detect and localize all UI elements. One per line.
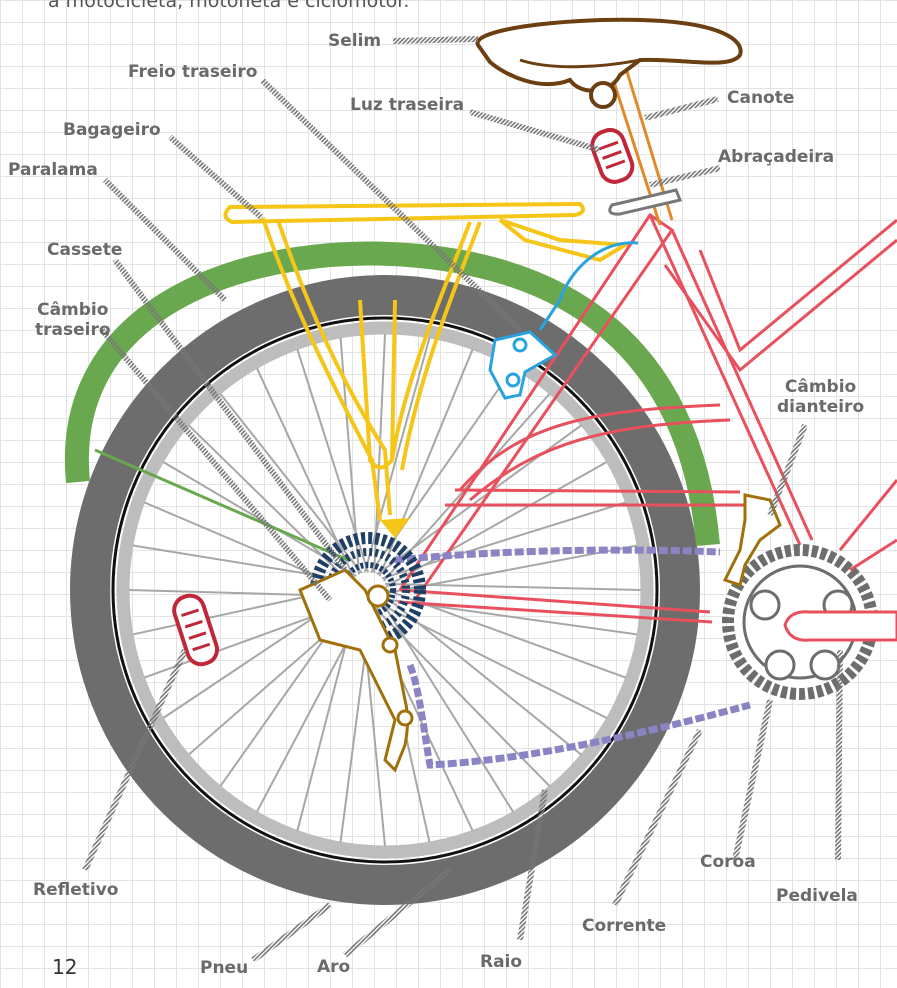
reflector: [171, 592, 221, 668]
page-number: 12: [52, 955, 77, 979]
label-seatpost: Canote: [727, 88, 794, 108]
label-reflector: Refletivo: [33, 880, 118, 900]
label-cassette: Cassete: [47, 240, 122, 260]
label-fender: Paralama: [8, 160, 98, 180]
label-chainring: Coroa: [700, 852, 756, 872]
label-rear-brake: Freio traseiro: [128, 62, 257, 82]
label-seat-clamp: Abraçadeira: [718, 147, 834, 167]
label-rear-derailleur: Câmbio traseiro: [35, 300, 111, 340]
label-crank: Pedivela: [776, 886, 858, 906]
label-tail-light: Luz traseira: [350, 95, 464, 115]
label-front-derailleur: Câmbio dianteiro: [777, 377, 864, 417]
label-spoke: Raio: [480, 952, 522, 972]
label-rack: Bagageiro: [63, 120, 161, 140]
spoke: [365, 338, 430, 572]
label-saddle: Selim: [328, 31, 381, 51]
label-tire: Pneu: [200, 958, 248, 978]
tail-light: [588, 126, 636, 186]
label-chain: Corrente: [582, 916, 666, 936]
label-rim: Aro: [317, 957, 350, 977]
spoke: [189, 425, 351, 583]
saddle: [478, 20, 741, 91]
chainring-shape: [728, 550, 897, 694]
